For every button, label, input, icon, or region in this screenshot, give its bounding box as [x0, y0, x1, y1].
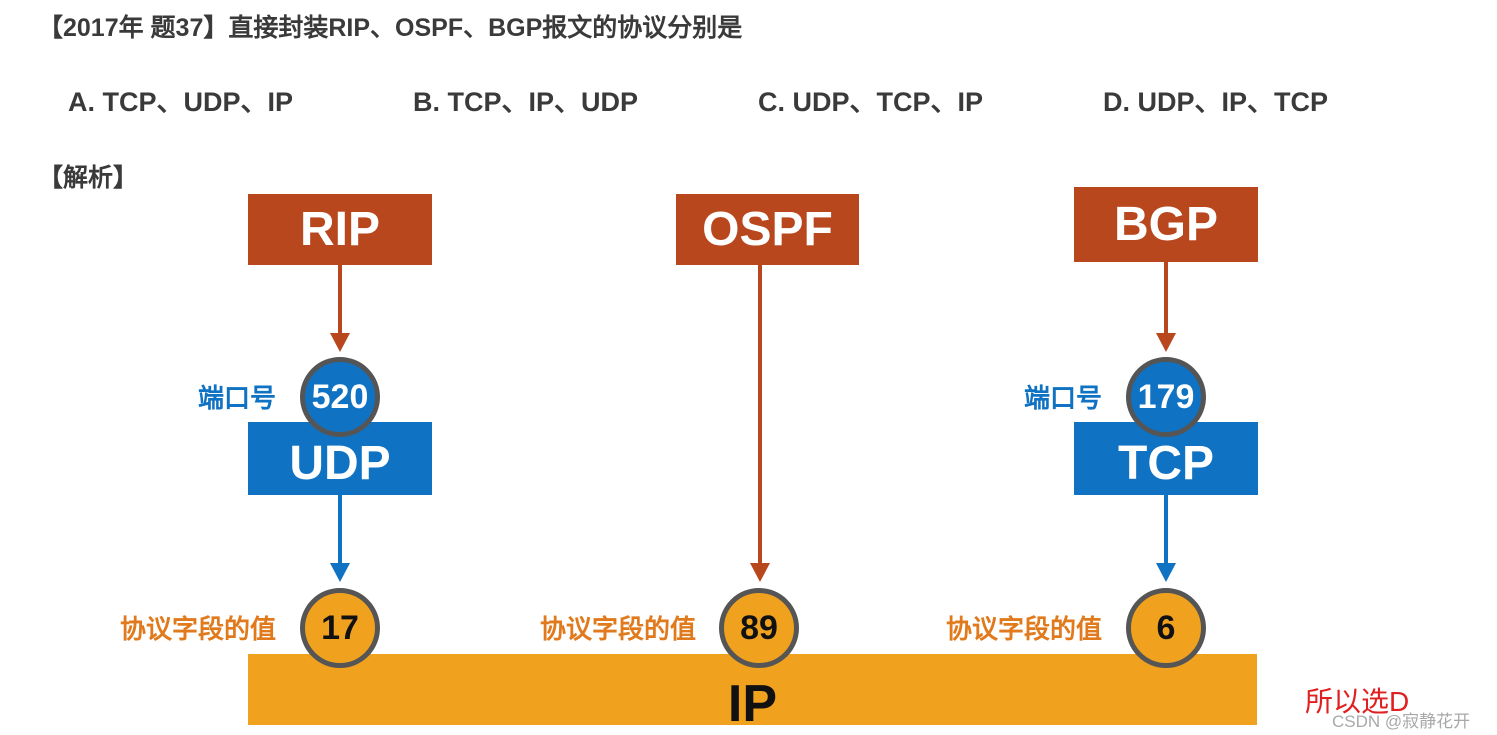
field-label-right: 协议字段的值: [946, 614, 1103, 644]
protocol-value-89-circle: 89: [719, 588, 799, 668]
rip-box: RIP: [248, 194, 432, 265]
port-label-right: 端口号: [1024, 383, 1103, 413]
analysis-heading: 【解析】: [38, 164, 139, 192]
conclusion-text: 所以选D: [1305, 686, 1410, 717]
port-label-left: 端口号: [198, 383, 277, 413]
question-title: 【2017年 题37】直接封装RIP、OSPF、BGP报文的协议分别是: [38, 14, 743, 42]
watermark: CSDN @寂静花开: [1332, 712, 1471, 731]
port-179-circle: 179: [1126, 357, 1206, 437]
udp-box: UDP: [248, 422, 432, 495]
protocol-value-17-circle: 17: [300, 588, 380, 668]
port-520-circle: 520: [300, 357, 380, 437]
protocol-value-6-circle: 6: [1126, 588, 1206, 668]
option-a: A. TCP、UDP、IP: [68, 87, 294, 117]
bgp-box: BGP: [1074, 187, 1258, 262]
tcp-box: TCP: [1074, 422, 1258, 495]
ospf-box: OSPF: [676, 194, 859, 265]
field-label-left: 协议字段的值: [120, 614, 277, 644]
field-label-middle: 协议字段的值: [540, 614, 697, 644]
option-d: D. UDP、IP、TCP: [1103, 87, 1329, 117]
option-b: B. TCP、IP、UDP: [413, 87, 639, 117]
option-c: C. UDP、TCP、IP: [758, 87, 984, 117]
ip-label: IP: [727, 674, 778, 733]
